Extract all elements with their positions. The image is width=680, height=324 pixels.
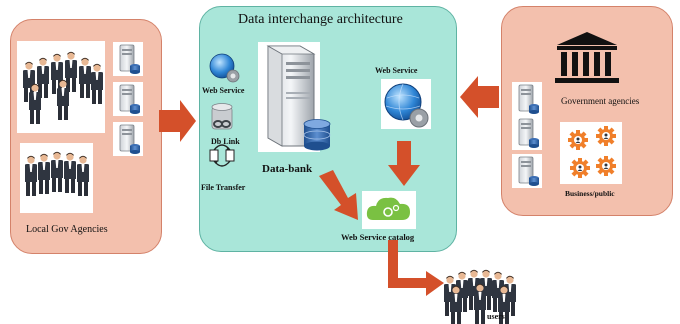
- server-icon: [511, 81, 543, 117]
- users-label: users: [487, 312, 505, 321]
- arrow-icon: [426, 271, 444, 296]
- arrow-icon: [460, 76, 499, 118]
- business-public-label: Business/public: [565, 189, 615, 198]
- server-icon: [112, 41, 144, 77]
- file-transfer-label: File Transfer: [201, 183, 246, 192]
- db-link-label: Db Link: [211, 137, 240, 146]
- arrow-icon: [319, 170, 358, 220]
- database-icon: [303, 119, 331, 151]
- data-bank-label: Data-bank: [262, 163, 313, 175]
- web-service-catalog-label: Web Service catalog: [341, 232, 415, 242]
- arrow-icon: [159, 100, 196, 142]
- government-agencies-label: Government agencies: [561, 96, 640, 106]
- people-group-icon: [444, 269, 516, 324]
- people-group-icon: [17, 41, 105, 133]
- bank-building-icon: [555, 32, 619, 83]
- file-transfer-icon: [209, 144, 235, 167]
- server-icon: [112, 121, 144, 157]
- globe-gear-icon: [381, 79, 431, 129]
- server-icon: [511, 153, 543, 189]
- local-gov-agencies-label: Local Gov Agencies: [26, 224, 108, 235]
- people-group-icon: [20, 143, 93, 213]
- arrow-icon: [388, 240, 428, 288]
- server-icon: [511, 115, 543, 151]
- web-service-label: Web Service: [202, 86, 245, 95]
- arrow-icon: [388, 141, 420, 186]
- cloud-gear-icon: [362, 191, 416, 229]
- diagram-title: Data interchange architecture: [238, 12, 403, 27]
- web-service-right-label: Web Service: [375, 66, 418, 75]
- db-link-icon: [211, 103, 233, 130]
- server-icon: [112, 81, 144, 117]
- business-gears-icon: [560, 122, 622, 184]
- globe-gear-icon: [209, 53, 240, 83]
